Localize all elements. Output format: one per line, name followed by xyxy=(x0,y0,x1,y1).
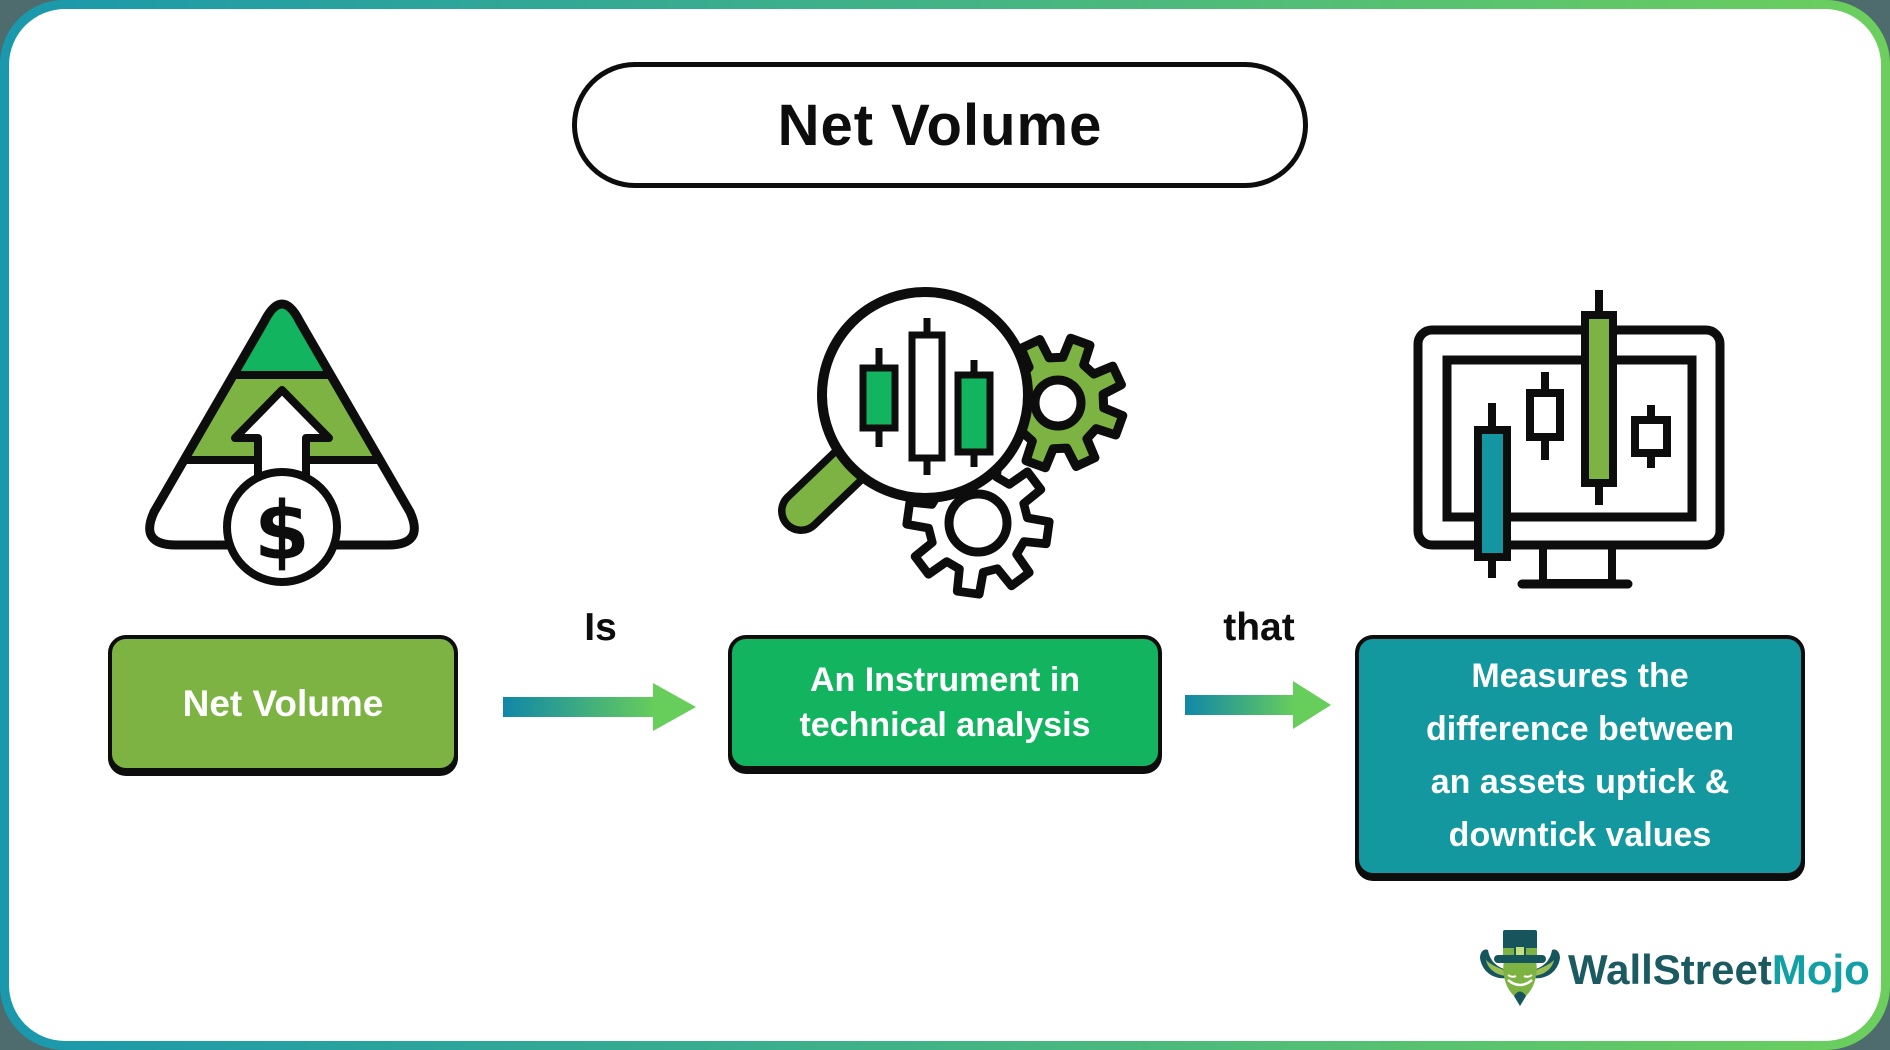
magnifier-candlestick-gears-icon xyxy=(778,287,1140,610)
node-instrument: An Instrument in technical analysis xyxy=(728,635,1162,770)
node-label-line: downtick values xyxy=(1448,816,1712,854)
green-gear-icon xyxy=(974,319,1140,486)
node-net-volume: Net Volume xyxy=(108,635,458,772)
node-label-line: difference between xyxy=(1426,710,1734,748)
node-label-line: Net Volume xyxy=(182,682,384,724)
node-label-line: technical analysis xyxy=(799,705,1091,744)
lens-candlesticks xyxy=(859,318,994,475)
brand-mojo: Mojo xyxy=(1771,946,1870,993)
node-label-line: An Instrument in xyxy=(809,660,1081,699)
page-title: Net Volume xyxy=(777,92,1103,158)
white-gear-icon xyxy=(898,443,1057,602)
node-label-line: an assets uptick & xyxy=(1430,763,1730,801)
brand-wallstreet: WallStreet xyxy=(1568,946,1772,993)
flow-arrow-2-icon xyxy=(1185,681,1331,729)
connector-label-that: that xyxy=(1223,606,1295,649)
node-measures: Measures the difference between an asset… xyxy=(1355,635,1805,877)
flow-arrow-1-icon xyxy=(503,683,696,731)
dollar-sign-icon: $ xyxy=(254,485,310,578)
growth-pyramid-dollar-icon: $ xyxy=(145,299,419,586)
title-pill: Net Volume xyxy=(572,62,1308,188)
wallstreetmojo-bull-logo-icon xyxy=(1480,930,1560,1006)
monitor-candlestick-chart-icon xyxy=(1413,290,1725,589)
screen-candlesticks xyxy=(1474,290,1671,578)
connector-label-is: Is xyxy=(584,606,617,649)
brand-name: WallStreetMojo xyxy=(1568,948,1870,992)
node-label-line: Measures the xyxy=(1471,657,1689,695)
